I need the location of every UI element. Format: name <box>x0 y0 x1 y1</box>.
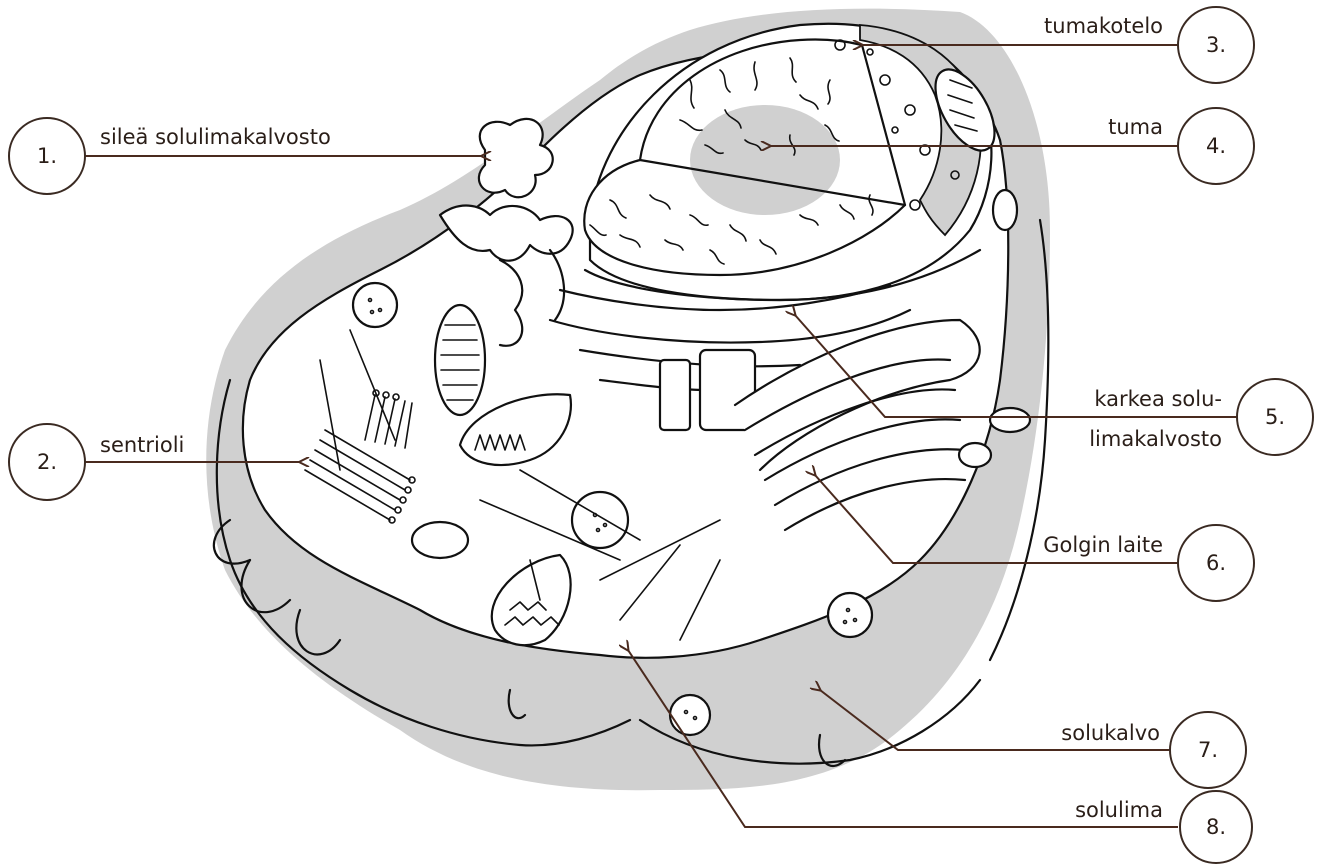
label-text-1: sileä solulimakalvosto <box>100 125 331 149</box>
badge-1: 1. <box>9 118 85 194</box>
label-text-8: solulima <box>1075 798 1163 822</box>
label-text-3: tumakotelo <box>1044 14 1163 38</box>
mitochondrion-vertical <box>435 305 485 415</box>
label-text-5-line2: limakalvosto <box>1089 427 1222 451</box>
badge-2: 2. <box>9 424 85 500</box>
badge-number-1: 1. <box>37 144 57 168</box>
badge-number-6: 6. <box>1206 551 1226 575</box>
badge-number-2: 2. <box>37 450 57 474</box>
badge-6: 6. <box>1178 525 1254 601</box>
badge-5: 5. <box>1237 379 1313 455</box>
badge-7: 7. <box>1170 712 1246 788</box>
cell-illustration <box>206 9 1050 791</box>
badge-number-7: 7. <box>1198 738 1218 762</box>
badge-number-8: 8. <box>1206 815 1226 839</box>
badge-number-3: 3. <box>1206 33 1226 57</box>
badge-number-5: 5. <box>1265 405 1285 429</box>
nucleolus <box>690 105 840 215</box>
label-text-7: solukalvo <box>1061 721 1160 745</box>
badge-8: 8. <box>1180 791 1252 863</box>
label-text-6: Golgin laite <box>1043 533 1163 557</box>
badge-number-4: 4. <box>1206 134 1226 158</box>
label-text-2: sentrioli <box>100 433 184 457</box>
label-text-4: tuma <box>1108 115 1163 139</box>
badge-4: 4. <box>1178 108 1254 184</box>
badge-3: 3. <box>1178 7 1254 83</box>
label-text-5-line1: karkea solu- <box>1094 387 1222 411</box>
